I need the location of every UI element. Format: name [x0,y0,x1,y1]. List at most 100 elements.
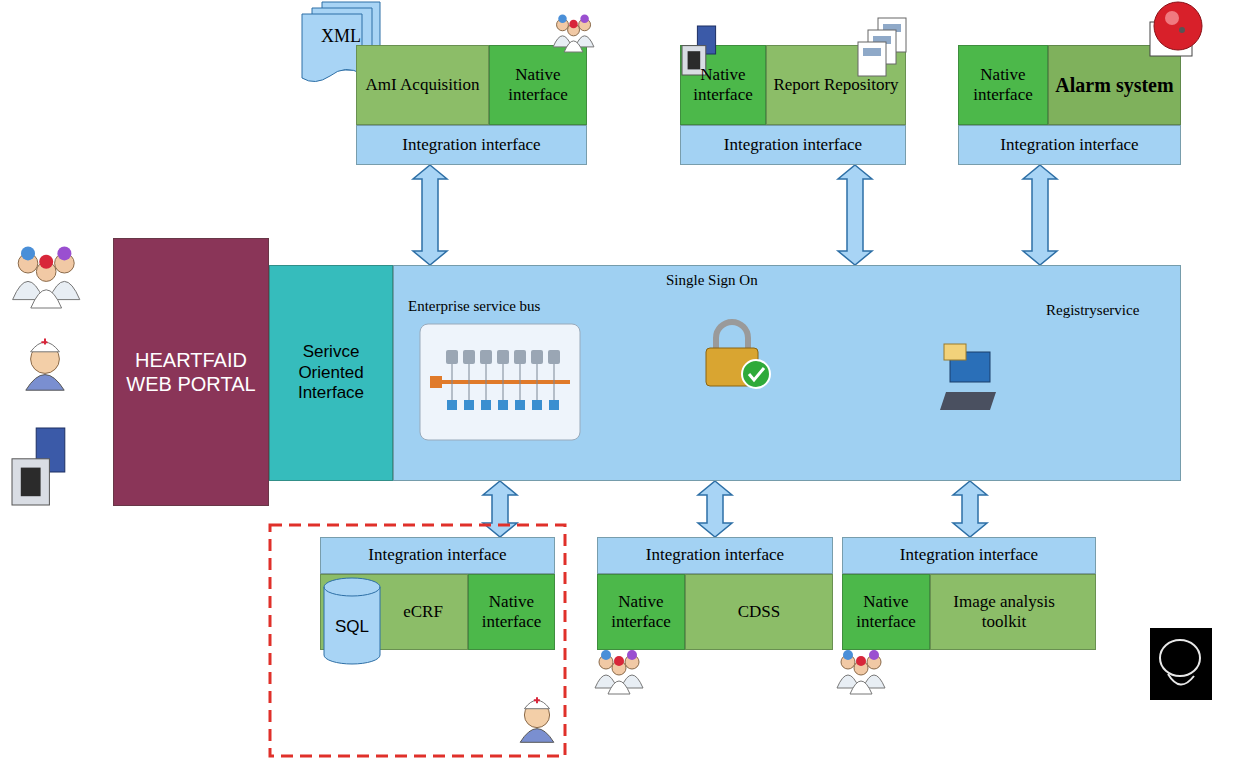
bus-client [532,400,542,410]
double-arrow [698,481,732,537]
device-slot [21,468,41,497]
person-pin [558,15,567,24]
report-page [868,30,896,64]
integration-interface: Integration interface [320,537,555,574]
bus-node [548,350,560,364]
report-page [878,18,906,52]
bus-tap [503,364,504,400]
bus-end [430,376,442,388]
person-head [841,655,855,669]
person-body [575,36,594,47]
node-label: Native interface [963,65,1043,106]
person-body [850,681,872,694]
node-label: Integration interface [1000,135,1138,155]
person-head [55,253,75,273]
report-page [858,42,886,76]
person-head [36,262,56,282]
check-mark [749,368,764,380]
node-label: Native interface [494,65,582,106]
service-module: Alarm system [1048,45,1181,125]
native-interface: Native interface [958,45,1048,125]
ecrf-highlight [270,525,565,756]
nurse-cap [524,700,549,708]
native-interface: Native interface [842,574,930,650]
service-module: AmI Acquisition [356,45,489,125]
nurse-cap [31,342,60,352]
native-interface: Native interface [680,45,766,125]
person-body [608,681,630,694]
person-pin [569,20,578,29]
node-label: eCRF [403,602,443,622]
native-interface: Native interface [489,45,587,125]
person-pin [21,246,35,260]
double-arrow [838,165,872,265]
page-figure [873,36,891,44]
skull-outline [1160,640,1200,676]
bus-client [515,400,525,410]
doctors-icon [837,650,885,694]
node-label: Report Repository [773,75,898,95]
node-label: AmI Acquisition [366,75,480,95]
bus-frame [420,324,580,440]
node-label: Enterprise service bus [408,297,540,315]
person-head [625,655,639,669]
person-body [49,281,80,299]
page-shape [302,14,362,82]
person-pin [57,246,71,260]
person-body [553,36,572,47]
service-module: Image analysis toolkit [930,574,1096,650]
fax-device-icon [682,26,716,75]
person-pin [580,15,589,24]
node-label: Integration interface [646,545,784,565]
doctors-icon [13,246,80,308]
nurse-cross [534,697,540,703]
device-body [36,428,65,472]
dashed-frame [270,525,565,756]
person-body [863,675,885,688]
person-head [18,253,38,273]
device-slot [688,51,701,69]
nurse-body [520,729,554,743]
nurse-head [31,345,60,374]
cylinder-rim [324,587,380,596]
person-pin [601,650,611,660]
bus-node [446,350,458,364]
bell-striker [1179,27,1185,33]
bus-line [440,380,570,384]
person-pin [627,650,637,660]
bus-node [497,350,509,364]
node-label: Native interface [847,592,925,633]
person-body [621,675,643,688]
node-label: Integration interface [900,545,1038,565]
bus-node [514,350,526,364]
fax-device-icon [12,428,65,505]
node-label: Serivce Oriented Interface [274,342,388,403]
web-portal: HEARTFAID WEB PORTAL [113,238,269,506]
node-label: Single Sign On [666,271,758,289]
person-body [13,281,44,299]
lock-icon [706,322,770,388]
lock-body [706,348,758,386]
bus-tap [554,364,555,400]
service-oriented-interface: Serivce Oriented Interface [269,265,393,481]
native-interface: Native interface [468,574,555,650]
device-body [682,46,706,75]
double-arrow [953,481,987,537]
bus-client [481,400,491,410]
bus-tap [537,364,538,400]
bus-tap [469,364,470,400]
lock-shackle [716,322,748,350]
page-figure [863,48,881,56]
person-head [599,655,613,669]
person-body [31,290,62,308]
double-arrow [483,481,517,537]
person-pin [39,255,53,269]
double-arrow [413,165,447,265]
person-head [557,19,569,31]
person-body [595,675,617,688]
person-head [867,655,881,669]
native-interface: Native interface [597,574,685,650]
person-body [837,675,859,688]
person-pin [614,656,624,666]
integration-interface: Integration interface [597,537,833,574]
